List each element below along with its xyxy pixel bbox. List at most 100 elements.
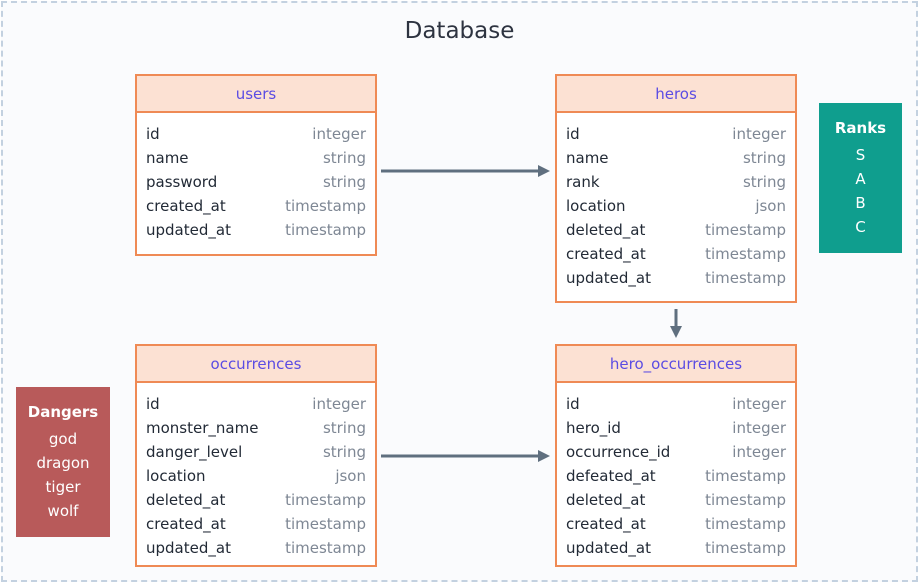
danger-item: dragon [36,454,90,472]
field-row: id integer [146,122,366,146]
field-name: password [146,173,218,191]
table-title: occurrences [210,354,302,373]
field-type: string [742,173,786,191]
field-row: created_at timestamp [146,512,366,536]
field-name: created_at [566,245,646,263]
field-name: danger_level [146,443,243,461]
arrow-occurrences-to-hero-occurrences [381,450,550,462]
field-type: json [335,467,366,485]
field-row: id integer [146,392,366,416]
field-type: string [322,419,366,437]
rank-item: B [855,194,866,212]
table-title: hero_occurrences [609,354,743,373]
field-row: updated_at timestamp [146,536,366,560]
field-row: created_at timestamp [566,242,786,266]
ranks-enum-box[interactable]: Ranks S A B C [819,103,902,253]
danger-item: tiger [45,478,81,496]
field-type: timestamp [705,515,786,533]
field-row: deleted_at timestamp [566,488,786,512]
table-header: hero_occurrences [557,346,795,383]
field-type: integer [732,443,786,461]
field-row: created_at timestamp [566,512,786,536]
danger-item: wolf [47,502,79,520]
field-row: rank string [566,170,786,194]
field-name: monster_name [146,419,259,437]
field-name: deleted_at [146,491,226,509]
field-name: updated_at [566,269,651,287]
field-name: created_at [146,515,226,533]
arrow-heros-to-hero-occurrences [670,309,682,338]
field-type: string [322,149,366,167]
field-name: updated_at [146,221,231,239]
field-name: location [146,467,206,485]
field-row: updated_at timestamp [566,266,786,290]
field-name: occurrence_id [566,443,671,461]
danger-item: god [48,430,78,448]
dangers-title: Dangers [27,403,99,421]
rank-item: S [855,146,866,164]
field-type: integer [312,125,366,143]
field-name: deleted_at [566,491,646,509]
field-type: integer [312,395,366,413]
dangers-enum-box[interactable]: Dangers god dragon tiger wolf [16,387,110,537]
field-row: monster_name string [146,416,366,440]
field-name: defeated_at [566,467,656,485]
field-type: timestamp [285,515,366,533]
field-type: string [322,173,366,191]
table-header: occurrences [137,346,375,383]
field-type: timestamp [285,197,366,215]
field-name: id [566,395,580,413]
field-name: created_at [146,197,226,215]
field-name: id [146,395,160,413]
field-type: timestamp [705,245,786,263]
field-name: created_at [566,515,646,533]
rank-item: A [855,170,866,188]
field-name: id [566,125,580,143]
field-type: timestamp [705,491,786,509]
field-type: json [755,197,786,215]
table-header: heros [557,76,795,113]
field-row: deleted_at timestamp [146,488,366,512]
table-heros[interactable]: heros id integer name string rank string lo… [555,74,797,303]
field-list: id integer name string rank string location… [557,113,795,290]
field-name: name [566,149,609,167]
field-row: id integer [566,122,786,146]
field-type: integer [732,419,786,437]
field-type: timestamp [285,491,366,509]
ranks-title: Ranks [834,119,887,137]
field-name: id [146,125,160,143]
field-row: updated_at timestamp [146,218,366,242]
field-type: timestamp [285,539,366,557]
field-type: timestamp [705,221,786,239]
field-type: string [742,149,786,167]
field-row: name string [566,146,786,170]
field-name: rank [566,173,600,191]
field-type: integer [732,125,786,143]
field-type: timestamp [285,221,366,239]
field-type: integer [732,395,786,413]
field-row: location json [566,194,786,218]
table-title: users [235,84,277,103]
table-header: users [137,76,375,113]
field-name: location [566,197,626,215]
diagram-title: Database [404,18,515,44]
field-name: updated_at [146,539,231,557]
field-type: timestamp [705,269,786,287]
table-title: heros [655,84,697,103]
arrow-users-to-heros [381,165,550,177]
field-row: id integer [566,392,786,416]
field-type: string [322,443,366,461]
field-row: created_at timestamp [146,194,366,218]
